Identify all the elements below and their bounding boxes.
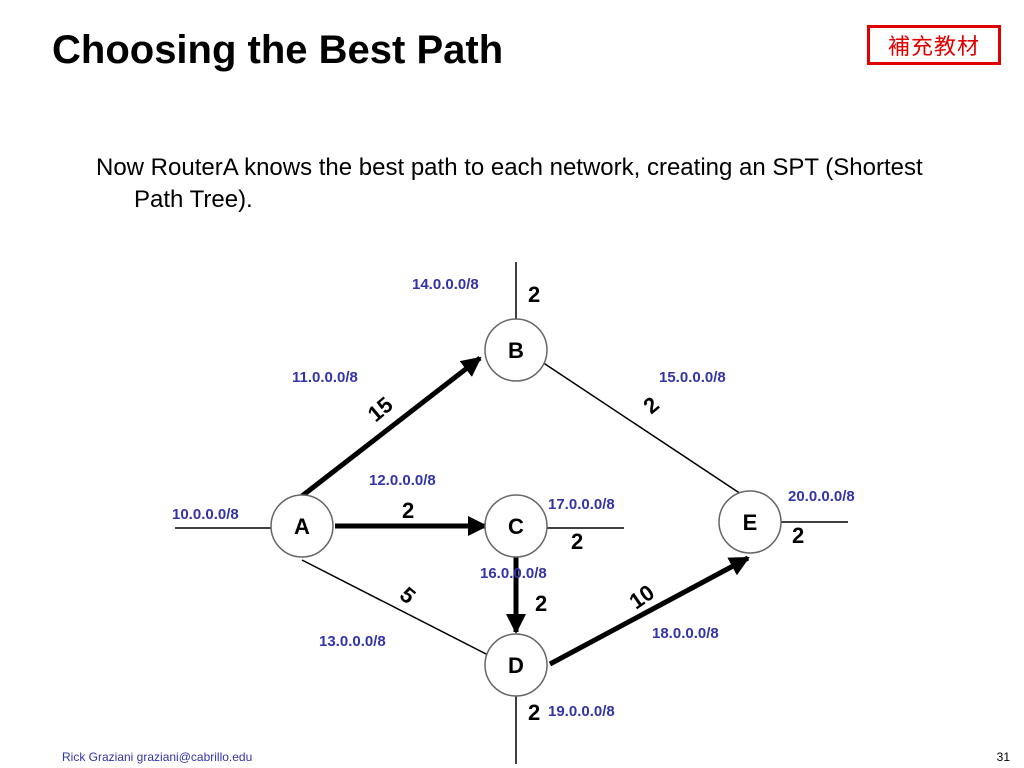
spt-arrow-a-b [300, 356, 482, 498]
slide-number: 31 [996, 750, 1010, 764]
cost-label-a-c: 2 [402, 498, 414, 523]
link-a-d [301, 559, 491, 657]
router-b: B [484, 318, 548, 382]
router-e: E [718, 490, 782, 554]
link-b-e [541, 361, 751, 501]
network-label-18: 18.0.0.0/8 [652, 625, 719, 642]
spt-arrow-d-e [548, 555, 750, 667]
slide-title: Choosing the Best Path [52, 28, 504, 72]
router-e-label: E [743, 510, 758, 535]
router-a: A [270, 494, 334, 558]
network-label-11: 11.0.0.0/8 [292, 369, 358, 386]
network-label-14: 14.0.0.0/8 [412, 276, 479, 293]
cost-label-b-e: 2 [638, 392, 663, 419]
cost-label-b-stub: 2 [528, 282, 540, 307]
router-d: D [484, 633, 548, 697]
network-label-10: 10.0.0.0/8 [172, 506, 239, 523]
network-label-12: 12.0.0.0/8 [369, 472, 436, 489]
supplementary-material-stamp: 補充教材 [867, 25, 1001, 65]
footer-author: Rick Graziani graziani@cabrillo.edu [62, 750, 253, 764]
slide-body-text: Now RouterA knows the best path to each … [96, 154, 923, 213]
router-c: C [484, 494, 548, 558]
router-c-label: C [508, 514, 524, 539]
network-label-15: 15.0.0.0/8 [659, 369, 726, 386]
network-label-16: 16.0.0.0/8 [480, 565, 547, 582]
router-d-label: D [508, 653, 524, 678]
network-label-19: 19.0.0.0/8 [548, 703, 615, 720]
network-label-13: 13.0.0.0/8 [319, 633, 386, 650]
cost-label-d-stub: 2 [528, 700, 540, 725]
cost-label-a-d: 5 [395, 582, 420, 609]
router-a-label: A [294, 514, 310, 539]
cost-label-c-stub: 2 [571, 529, 583, 554]
cost-label-a-b: 15 [363, 392, 398, 427]
cost-label-c-d: 2 [535, 591, 547, 616]
network-label-20: 20.0.0.0/8 [788, 488, 855, 505]
network-label-17: 17.0.0.0/8 [548, 496, 615, 513]
router-b-label: B [508, 338, 524, 363]
cost-label-e-stub: 2 [792, 523, 804, 548]
